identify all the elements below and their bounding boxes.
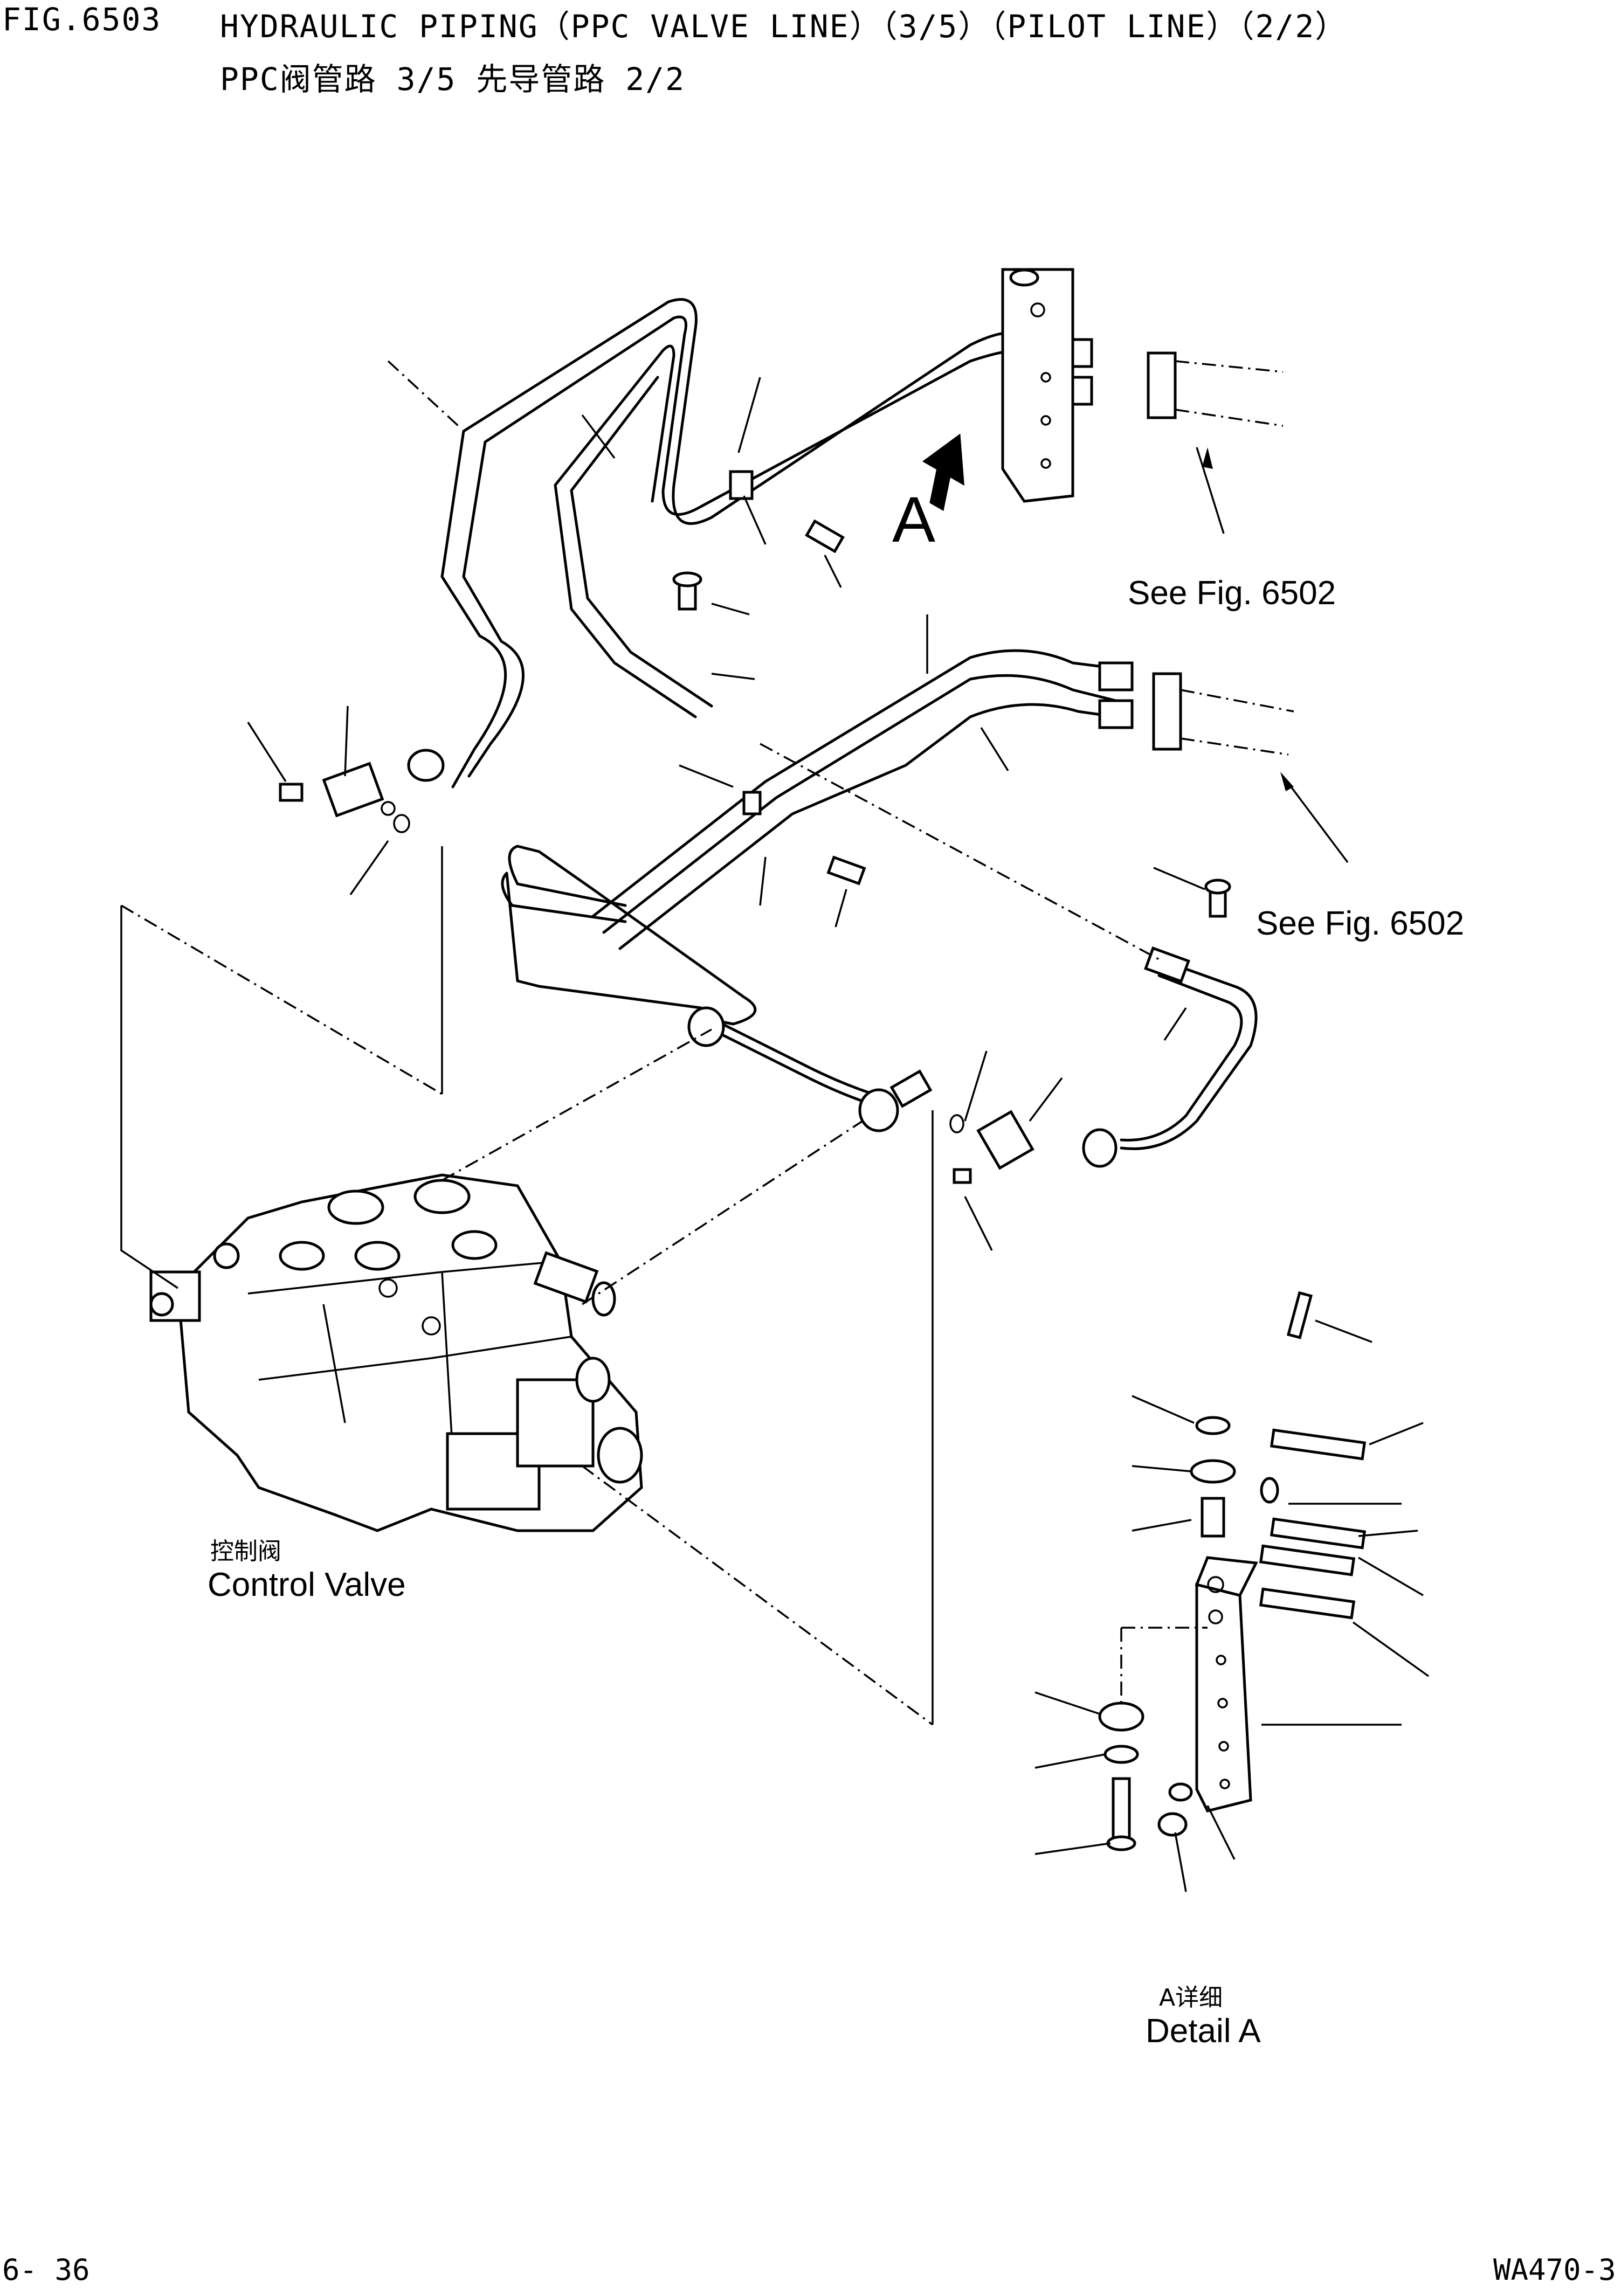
see-fig-label-lower: See Fig. 6502 [1256, 905, 1465, 942]
figure-number: FIG.6503 [2, 1, 162, 38]
detail-label-chinese: A详细 [1159, 1984, 1223, 2011]
detail-a-view [1034, 1291, 1430, 1892]
figure-title-chinese: PPC阀管路 3/5 先导管路 2/2 [220, 61, 686, 98]
leader-arrowhead-icon [1202, 447, 1213, 469]
page-number: 6- 36 [2, 2253, 90, 2287]
right-lower-tube [1120, 946, 1258, 1150]
control-valve-body [149, 1173, 643, 1532]
view-arrow-icon [922, 433, 964, 511]
leader-arrowhead-icon [1280, 772, 1294, 791]
see-fig-label-upper: See Fig. 6502 [1128, 575, 1336, 612]
leader-lines [247, 360, 1349, 1251]
middle-pilot-tubes [591, 649, 1118, 950]
view-marker-a: A [892, 483, 936, 556]
control-valve-label-chinese: 控制阀 [210, 1538, 281, 1565]
figure-title: HYDRAULIC PIPING（PPC VALVE LINE）（3/5）（PI… [220, 8, 1348, 45]
reference-lines [120, 743, 1160, 1726]
top-bracket [1001, 268, 1074, 503]
model-number: WA470-3 [1493, 2253, 1616, 2287]
detail-label: Detail A [1146, 2013, 1261, 2050]
control-valve-label: Control Valve [208, 1566, 406, 1603]
upper-pilot-tubes [440, 298, 1020, 789]
left-loop-tubes [501, 845, 875, 1106]
fittings [279, 338, 1294, 1184]
